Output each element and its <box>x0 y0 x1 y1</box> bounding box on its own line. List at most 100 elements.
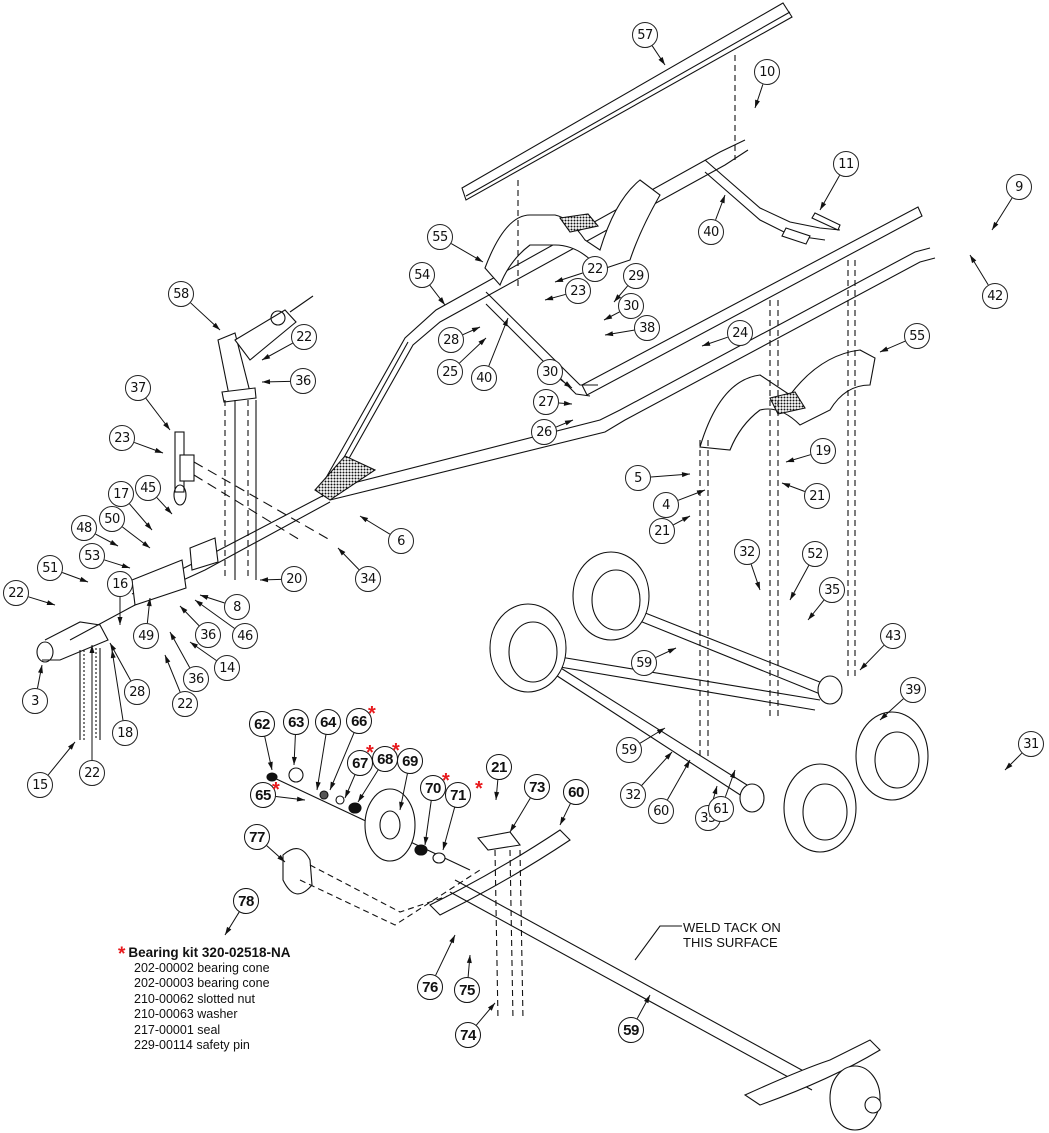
callout-17: 17 <box>108 481 134 507</box>
star-marker: * <box>366 742 374 764</box>
leader-arrow <box>683 760 690 769</box>
callout-62: 62 <box>249 711 275 737</box>
leader-arrow <box>144 522 152 530</box>
leader-arrow <box>121 563 130 568</box>
tongue <box>36 455 377 740</box>
callout-36: 36 <box>195 622 221 648</box>
frame-rail-left <box>317 139 749 498</box>
callout-61: 61 <box>708 796 734 822</box>
callout-21: 21 <box>649 518 675 544</box>
callout-26: 26 <box>531 419 557 445</box>
leader-arrow <box>494 791 500 800</box>
tongue-jack <box>173 431 331 541</box>
leader-line <box>488 317 509 367</box>
leader-arrow <box>681 472 690 478</box>
callout-51: 51 <box>37 555 63 581</box>
leader-arrow <box>345 789 351 798</box>
callout-48: 48 <box>71 515 97 541</box>
leader-arrow <box>605 331 614 337</box>
callout-11: 11 <box>833 151 859 177</box>
leader-arrow <box>399 801 405 810</box>
leader-arrow <box>712 786 718 795</box>
callout-29: 29 <box>623 263 649 289</box>
callout-67: 67 <box>347 750 373 776</box>
callout-25: 25 <box>437 359 463 385</box>
callout-15: 15 <box>27 772 53 798</box>
callout-22: 22 <box>79 760 105 786</box>
callout-35: 35 <box>819 577 845 603</box>
callout-32: 32 <box>734 539 760 565</box>
callout-40: 40 <box>698 219 724 245</box>
callout-76: 76 <box>417 974 443 1000</box>
leader-arrow <box>502 318 508 327</box>
leader-arrow <box>755 581 760 590</box>
callout-3: 3 <box>22 688 48 714</box>
leader-arrow <box>260 577 269 583</box>
callout-69: 69 <box>397 748 423 774</box>
leader-arrow <box>360 516 369 523</box>
leader-arrow <box>291 756 297 765</box>
weld-tack-note: WELD TACK ON THIS SURFACE <box>683 920 781 950</box>
callout-34: 34 <box>355 566 381 592</box>
callout-46: 46 <box>232 623 258 649</box>
callout-50: 50 <box>99 506 125 532</box>
leader-arrow <box>786 457 795 463</box>
leader-arrow <box>474 255 483 262</box>
callout-8: 8 <box>224 594 250 620</box>
legend-item: 202-00002 bearing cone <box>134 960 270 975</box>
leader-arrow <box>109 540 118 546</box>
leader-arrow <box>89 645 95 653</box>
callout-39: 39 <box>900 677 926 703</box>
star-marker: * <box>392 740 400 762</box>
leader-arrow <box>790 591 797 600</box>
bunk-board <box>461 2 793 201</box>
leader-arrow <box>992 221 999 230</box>
leader-arrow <box>117 617 123 625</box>
callout-74: 74 <box>455 1022 481 1048</box>
leader-arrow <box>195 600 203 607</box>
callout-59: 59 <box>616 737 642 763</box>
callout-63: 63 <box>283 709 309 735</box>
callout-54: 54 <box>409 262 435 288</box>
rear-crossmember <box>704 159 841 245</box>
callout-18: 18 <box>112 720 138 746</box>
leader-arrow <box>563 400 572 406</box>
callout-32: 32 <box>620 782 646 808</box>
star-marker: * <box>475 778 483 800</box>
leader-arrow <box>510 823 517 832</box>
callout-36: 36 <box>290 368 316 394</box>
leader-arrow <box>68 742 75 750</box>
callout-38: 38 <box>634 315 660 341</box>
leader-arrow <box>262 353 271 360</box>
legend-item: 229-00114 safety pin <box>134 1038 250 1052</box>
leader-arrow <box>466 955 472 964</box>
front-crossmember <box>485 206 923 397</box>
leader-arrow <box>165 655 171 664</box>
frame-rail-right <box>317 247 936 501</box>
callout-57: 57 <box>632 22 658 48</box>
leader-arrow <box>423 836 429 845</box>
leader-arrow <box>614 294 622 302</box>
callout-22: 22 <box>3 580 29 606</box>
callout-60: 60 <box>648 798 674 824</box>
leader-arrow <box>782 483 791 489</box>
legend-title-text: Bearing kit 320-02518-NA <box>128 945 291 960</box>
leader-arrow <box>277 854 285 862</box>
fender-rear <box>699 349 876 451</box>
leader-line <box>316 734 327 791</box>
callout-23: 23 <box>565 278 591 304</box>
leader-arrow <box>1005 762 1013 770</box>
callout-40: 40 <box>471 365 497 391</box>
leader-arrow <box>180 606 188 614</box>
leader-arrow <box>296 796 305 802</box>
leader-arrow <box>163 422 170 430</box>
leader-arrow <box>880 712 888 720</box>
callout-23: 23 <box>109 425 135 451</box>
callout-43: 43 <box>880 623 906 649</box>
callout-6: 6 <box>388 528 414 554</box>
assembly-lines <box>517 55 856 760</box>
callout-5: 5 <box>625 465 651 491</box>
legend-title: *Bearing kit 320-02518-NA <box>118 944 291 964</box>
fender-front <box>484 179 661 287</box>
